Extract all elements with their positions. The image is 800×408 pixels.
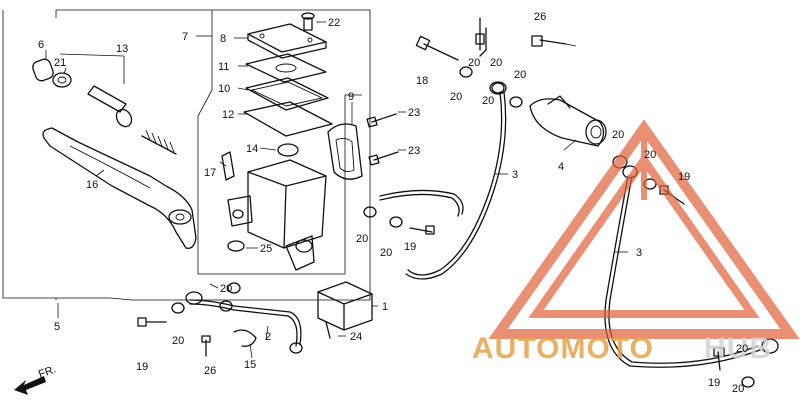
callout-11: 11 [218, 61, 229, 73]
callout-15: 15 [244, 359, 256, 371]
brake-hose-upper [363, 27, 507, 280]
piston-kit [32, 58, 177, 155]
callout-19-b: 19 [678, 171, 690, 183]
upper-hose-bolts [415, 17, 523, 108]
callout-26-a: 26 [534, 11, 546, 23]
callout-6: 6 [38, 39, 44, 51]
callout-25: 25 [260, 243, 272, 255]
callout-3-lower: 3 [636, 247, 642, 259]
callout-20-c: 20 [490, 57, 502, 69]
callout-1: 1 [382, 301, 388, 313]
callout-19-d: 19 [708, 377, 720, 389]
front-direction-label: FR. [37, 363, 58, 380]
callout-13: 13 [116, 43, 128, 55]
three-way-joint [529, 35, 607, 147]
callout-2: 2 [265, 331, 271, 343]
callout-12: 12 [222, 109, 234, 121]
callout-20-g: 20 [380, 247, 392, 259]
callout-22: 22 [328, 17, 340, 29]
callout-16: 16 [86, 179, 98, 191]
callout-14: 14 [246, 143, 258, 155]
assembly-brackets [2, 9, 371, 318]
switch-hose-lower [137, 282, 303, 357]
brake-lever [42, 127, 197, 249]
callout-20-d: 20 [514, 69, 526, 81]
callout-3-upper: 3 [512, 169, 518, 181]
master-cylinder-body [221, 143, 327, 271]
watermark-logo [488, 119, 800, 339]
callout-19-a: 19 [404, 241, 416, 253]
callout-20-b: 20 [468, 57, 480, 69]
holder-and-bolts [327, 113, 399, 180]
callout-19-c: 19 [136, 361, 148, 373]
callout-4: 4 [558, 161, 564, 173]
callout-9: 9 [348, 91, 354, 103]
reservoir-cap-stack [243, 12, 333, 137]
front-direction-arrow-icon [14, 376, 46, 395]
callout-20-k: 20 [172, 335, 184, 347]
watermark-text-b: HUB [704, 332, 772, 365]
callout-18: 18 [416, 75, 428, 87]
watermark-text-a: AUTOMOTO [472, 332, 654, 365]
callout-10: 10 [218, 83, 230, 95]
callout-24: 24 [350, 331, 362, 343]
callout-17: 17 [204, 167, 216, 179]
callout-7: 7 [182, 31, 188, 43]
callout-26-b: 26 [204, 365, 216, 377]
callout-20-m: 20 [732, 383, 744, 395]
callout-23-b: 23 [408, 145, 420, 157]
leader-lines [45, 21, 628, 359]
callout-23-a: 23 [408, 107, 420, 119]
callout-labels: 1 2 3 3 4 5 6 7 8 9 10 11 12 13 14 15 16… [38, 11, 748, 395]
callout-20-j: 20 [220, 283, 232, 295]
callout-20-e: 20 [482, 95, 494, 107]
callout-20-i: 20 [644, 149, 656, 161]
callout-20-h: 20 [612, 129, 624, 141]
brake-light-switch [317, 281, 373, 339]
callout-20-f: 20 [356, 233, 368, 245]
callout-20-l: 20 [736, 343, 748, 355]
callout-8: 8 [220, 33, 226, 45]
callout-5: 5 [54, 321, 60, 333]
callout-20-a: 20 [450, 91, 462, 103]
callout-21: 21 [54, 57, 66, 69]
